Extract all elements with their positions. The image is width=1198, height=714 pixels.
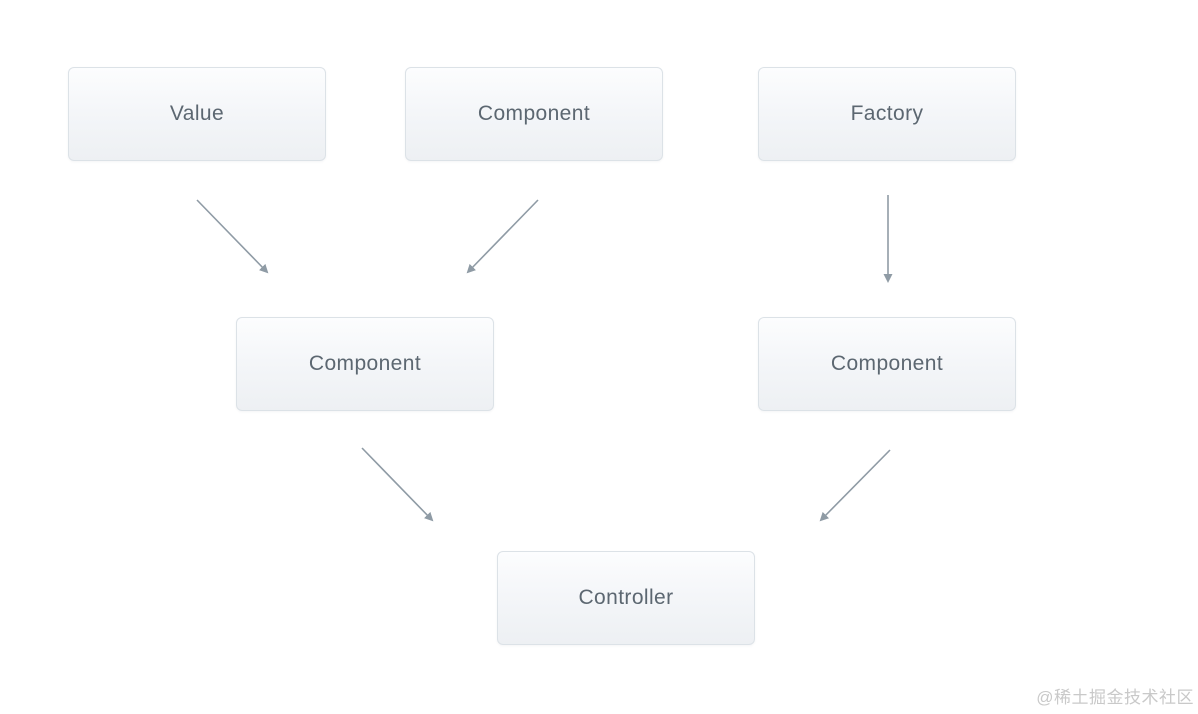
- node-value: Value: [68, 67, 326, 161]
- node-controller: Controller: [497, 551, 755, 645]
- node-component-left-label: Component: [308, 352, 422, 375]
- arrow-value-to-component-left: [196, 199, 269, 274]
- node-component-top-label: Component: [477, 102, 591, 125]
- node-controller-label: Controller: [578, 586, 674, 609]
- node-component-right: Component: [758, 317, 1016, 411]
- arrow-component-right-to-controller: [819, 449, 891, 522]
- node-factory-label: Factory: [850, 102, 924, 125]
- arrow-component-left-to-controller: [361, 447, 434, 522]
- node-component-top: Component: [405, 67, 663, 161]
- node-component-right-label: Component: [830, 352, 944, 375]
- node-value-label: Value: [169, 102, 225, 125]
- node-factory: Factory: [758, 67, 1016, 161]
- arrow-component-top-to-component-left: [466, 199, 539, 274]
- watermark-text: @稀土掘金技术社区: [1036, 688, 1194, 707]
- node-component-left: Component: [236, 317, 494, 411]
